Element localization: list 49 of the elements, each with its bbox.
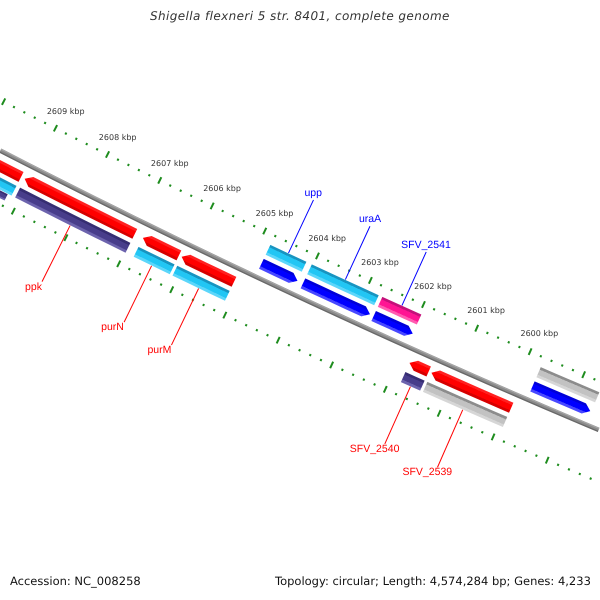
gene-label: upp [304, 188, 322, 200]
gene-block [410, 360, 431, 377]
gene-block [182, 254, 236, 287]
gene-bar [307, 264, 379, 306]
gene-bar [0, 160, 24, 182]
gene-block [371, 310, 413, 336]
gene-bar [172, 266, 230, 301]
gene-label: SFV_2540 [350, 444, 400, 456]
gene-bar [378, 296, 422, 325]
gene-label: SFV_2539 [402, 467, 452, 479]
leader-line [384, 386, 411, 444]
accession-text: Accession: NC_008258 [10, 575, 141, 588]
gene-block [431, 370, 514, 413]
leader-line [401, 251, 427, 306]
scale-label: 2608 kbp [98, 134, 136, 143]
gene-label: purM [147, 345, 172, 357]
gene-block [300, 278, 370, 316]
scale-label: 2609 kbp [46, 108, 85, 117]
gene-label: uraA [358, 214, 382, 226]
scale-label: 2604 kbp [308, 235, 346, 244]
leader-line [437, 409, 464, 468]
gene-bar [0, 177, 17, 196]
leader-line [42, 225, 71, 282]
scale-label: 2603 kbp [361, 259, 399, 268]
gene-bar [0, 190, 8, 200]
scale-label: 2601 kbp [467, 307, 505, 316]
leader-line [344, 226, 370, 280]
gene-bar [266, 244, 306, 272]
scale-label: 2600 kbp [520, 330, 558, 340]
scale-label: 2607 kbp [150, 160, 189, 169]
gene-bar [134, 246, 175, 274]
genome-stats-text: Topology: circular; Length: 4,574,284 bp; Genes: 4,233 [275, 575, 591, 588]
gene-bar [15, 188, 130, 253]
gene-block [259, 258, 298, 283]
gene-label: purN [101, 322, 124, 334]
gene-bar [536, 367, 600, 402]
leader-line [124, 265, 152, 323]
gene-block [530, 381, 590, 414]
gene-label: ppk [25, 282, 42, 294]
scale-label: 2606 kbp [203, 185, 241, 194]
gene-bar [400, 372, 425, 391]
scale-label: 2605 kbp [256, 210, 294, 220]
gene-bar [422, 382, 508, 428]
scale-label: 2602 kbp [414, 283, 452, 292]
gene-block [24, 177, 138, 239]
gene-block [142, 236, 182, 260]
gene-label: SFV_2541 [401, 240, 451, 252]
leader-line [170, 288, 200, 346]
map-title: Shigella flexneri 5 str. 8401, complete genome [150, 10, 450, 24]
